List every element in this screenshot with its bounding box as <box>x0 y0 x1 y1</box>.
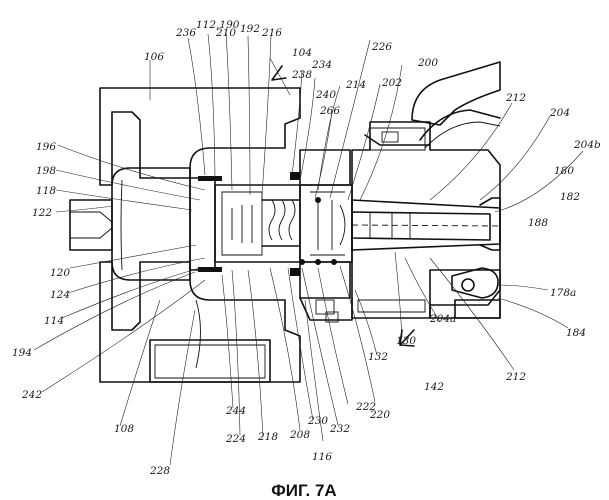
crank-arm <box>430 268 500 318</box>
label-124: 124 <box>50 289 70 301</box>
label-244: 244 <box>225 405 246 417</box>
label-220: 220 <box>369 409 390 421</box>
label-204b: 204b <box>573 139 601 151</box>
valve-cartridge <box>190 172 337 276</box>
label-104: 104 <box>292 47 312 59</box>
label-188: 188 <box>528 217 548 229</box>
label-238: 238 <box>291 69 312 81</box>
label-218: 218 <box>257 431 278 443</box>
label-116: 116 <box>312 451 332 463</box>
label-142: 142 <box>424 381 444 393</box>
o-rings <box>198 172 337 276</box>
label-236: 236 <box>175 27 196 39</box>
label-226: 226 <box>371 41 392 53</box>
label-130: 130 <box>396 335 416 347</box>
label-212-top: 212 <box>505 92 526 104</box>
label-234: 234 <box>311 59 332 71</box>
label-194: 194 <box>12 347 32 359</box>
upper-body-block <box>100 88 300 185</box>
label-132: 132 <box>368 351 388 363</box>
label-266: 266 <box>319 105 340 117</box>
label-200: 200 <box>417 57 438 69</box>
label-184: 184 <box>566 327 586 339</box>
label-212-bottom: 212 <box>505 371 526 383</box>
label-228: 228 <box>149 465 170 477</box>
label-242: 242 <box>21 389 42 401</box>
actuator-shaft <box>352 198 500 250</box>
label-108: 108 <box>114 423 134 435</box>
label-224: 224 <box>225 433 246 445</box>
label-106: 106 <box>144 51 164 63</box>
figure-caption: ФИГ. 7А <box>271 481 336 500</box>
label-180: 180 <box>554 165 574 177</box>
label-204: 204 <box>549 107 570 119</box>
valve-body-section <box>70 88 300 382</box>
label-198: 198 <box>36 165 56 177</box>
label-208: 208 <box>289 429 310 441</box>
inlet-boss <box>70 200 112 250</box>
label-210: 210 <box>215 27 236 39</box>
label-204a: 204a <box>429 313 456 325</box>
bottom-flange <box>150 340 270 382</box>
seal-housing <box>300 150 352 322</box>
label-178a: 178a <box>550 287 576 299</box>
label-182: 182 <box>560 191 580 203</box>
label-202: 202 <box>381 77 402 89</box>
label-240: 240 <box>315 89 336 101</box>
label-214: 214 <box>345 79 366 91</box>
label-122: 122 <box>32 207 52 219</box>
label-232: 232 <box>329 423 350 435</box>
label-192: 192 <box>240 23 260 35</box>
coil-spring <box>269 200 295 240</box>
label-120: 120 <box>50 267 70 279</box>
actuator-housing <box>352 122 500 318</box>
label-230: 230 <box>307 415 328 427</box>
label-196: 196 <box>36 141 56 153</box>
label-118: 118 <box>36 185 56 197</box>
label-114: 114 <box>44 315 64 327</box>
label-216: 216 <box>261 27 282 39</box>
